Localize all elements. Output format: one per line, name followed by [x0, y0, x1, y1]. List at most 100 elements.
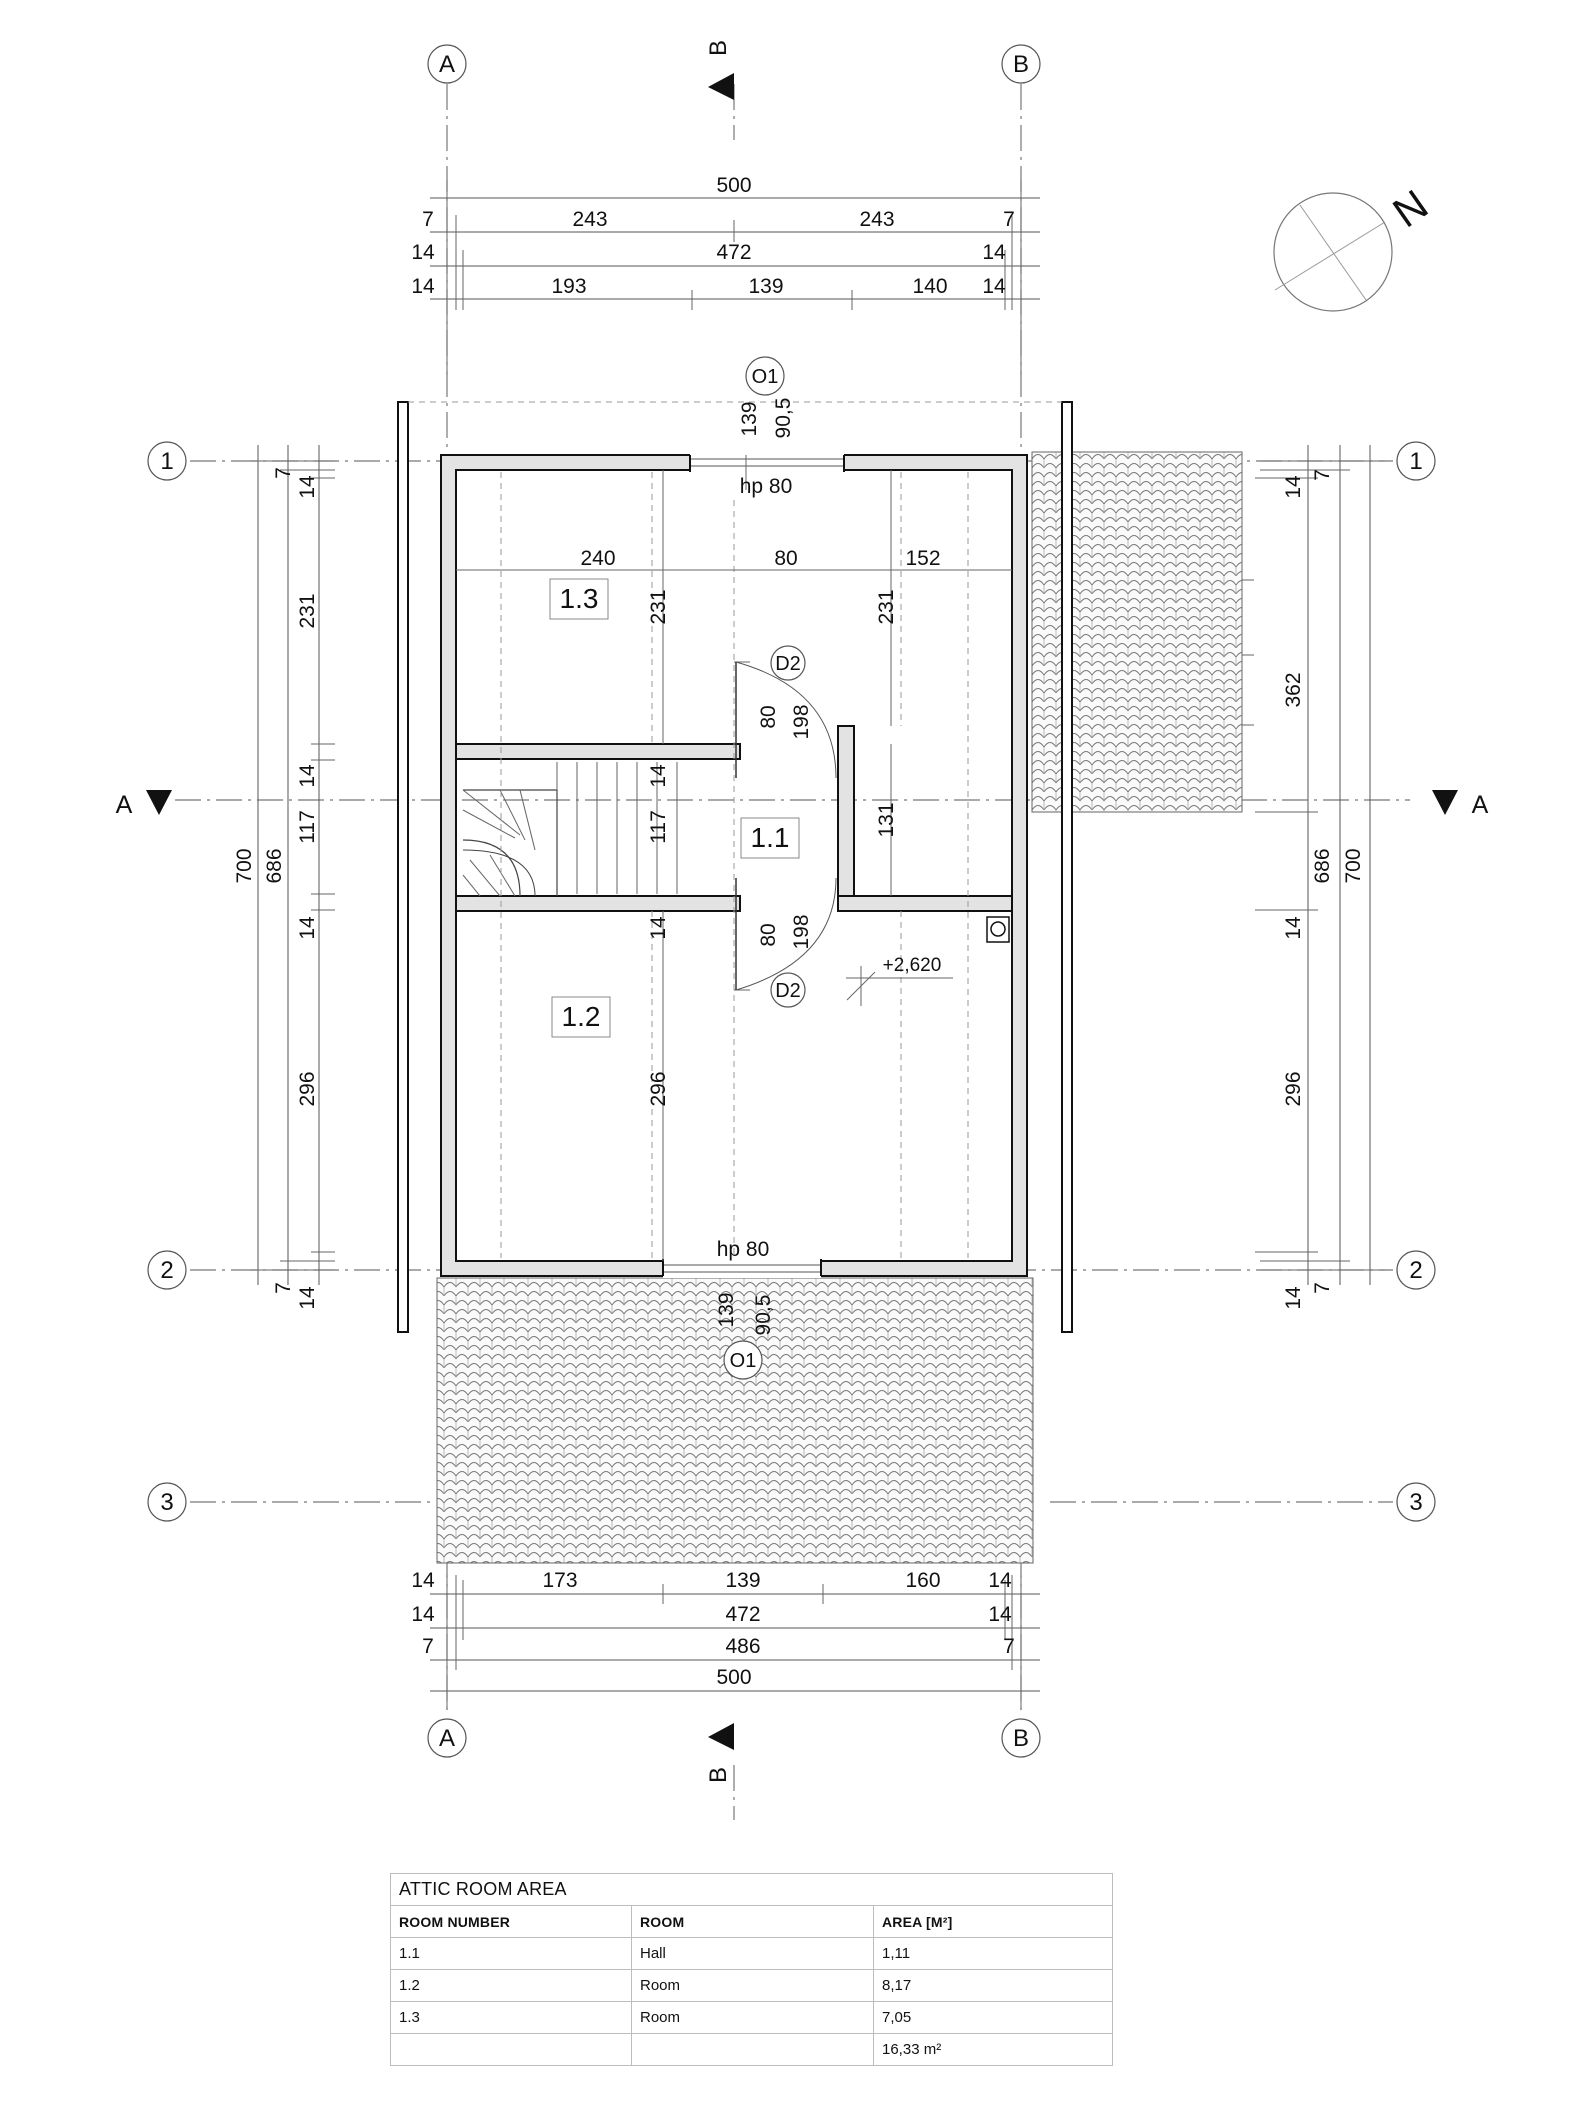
door-tag-lower: D2: [770, 972, 806, 1008]
svg-text:14: 14: [296, 764, 319, 788]
svg-text:240: 240: [580, 547, 615, 570]
svg-text:O1: O1: [730, 1350, 757, 1372]
svg-text:14: 14: [982, 241, 1006, 264]
svg-text:D2: D2: [775, 653, 801, 675]
svg-text:139: 139: [738, 401, 761, 436]
svg-text:152: 152: [905, 547, 940, 570]
axis-bubble-b-top: B: [1001, 44, 1041, 84]
svg-text:O1: O1: [752, 366, 779, 388]
svg-text:B: B: [705, 40, 732, 56]
vent-shaft-icon: [986, 916, 1010, 943]
svg-text:14: 14: [296, 916, 319, 940]
room-label-1-2: 1.2: [551, 996, 611, 1038]
cell-total-area: 16,33 m²: [873, 2033, 1113, 2066]
svg-text:686: 686: [263, 848, 286, 883]
svg-text:14: 14: [982, 275, 1006, 298]
svg-text:1.1: 1.1: [751, 822, 790, 853]
svg-text:231: 231: [647, 589, 670, 624]
cell-room: Room: [631, 2001, 874, 2034]
interior-dimension-lines: [456, 455, 1012, 1261]
svg-text:140: 140: [912, 275, 947, 298]
svg-text:243: 243: [572, 208, 607, 231]
room-label-1-3: 1.3: [549, 578, 609, 620]
door-tag-upper: D2: [770, 645, 806, 681]
dimension-chain-top: 500 7 243 243 7 14 472 14 14 193 139 140…: [411, 174, 1040, 375]
svg-text:7: 7: [272, 1282, 295, 1294]
axis-bubble-3-right: 3: [1396, 1482, 1436, 1522]
svg-text:80: 80: [757, 705, 780, 728]
svg-text:198: 198: [790, 704, 813, 739]
svg-text:2: 2: [1409, 1257, 1422, 1284]
svg-text:686: 686: [1311, 848, 1334, 883]
table-header-row: ROOM NUMBER ROOM AREA [M²]: [390, 1905, 1113, 1938]
svg-text:14: 14: [296, 475, 319, 499]
roof-edge-right: [1061, 401, 1073, 1333]
svg-text:14: 14: [411, 275, 435, 298]
table-title-row: ATTIC ROOM AREA: [390, 1873, 1113, 1906]
svg-text:7: 7: [1003, 1635, 1015, 1658]
svg-text:700: 700: [233, 848, 256, 883]
table-row: 1.3 Room 7,05: [390, 2001, 1113, 2034]
svg-text:14: 14: [1282, 475, 1305, 499]
cell-area: 8,17: [873, 1969, 1113, 2002]
dimension-chain-left: 700 686 7 14 231 14 117 14 296 14 7: [233, 445, 335, 1310]
svg-text:14: 14: [988, 1603, 1012, 1626]
cell-room-number: 1.2: [390, 1969, 632, 2002]
svg-text:472: 472: [716, 241, 751, 264]
roof-tile-terrace-bottom: [436, 1277, 1034, 1564]
svg-text:1.2: 1.2: [562, 1001, 601, 1032]
window-label-top: hp 80: [740, 475, 793, 498]
svg-text:90,5: 90,5: [752, 1295, 775, 1336]
svg-text:160: 160: [905, 1569, 940, 1592]
svg-text:296: 296: [647, 1071, 670, 1106]
svg-text:231: 231: [875, 589, 898, 624]
cell-room-number: 1.3: [390, 2001, 632, 2034]
svg-text:2: 2: [160, 1257, 173, 1284]
window-tag-top: O1: [745, 356, 785, 396]
svg-text:B: B: [1013, 51, 1029, 78]
svg-text:B: B: [705, 1767, 732, 1783]
svg-text:D2: D2: [775, 980, 801, 1002]
window-tag-bottom: O1: [723, 1340, 763, 1380]
svg-text:14: 14: [1282, 916, 1305, 940]
section-marker-b-top: B: [705, 40, 734, 100]
svg-text:1: 1: [160, 448, 173, 475]
svg-text:296: 296: [1282, 1071, 1305, 1106]
svg-text:90,5: 90,5: [772, 398, 795, 439]
svg-text:131: 131: [875, 802, 898, 837]
svg-text:N: N: [1384, 180, 1436, 236]
roof-edge-left: [397, 401, 409, 1333]
svg-text:80: 80: [774, 547, 797, 570]
svg-text:14: 14: [647, 916, 670, 940]
interior-dimension-labels: 240 80 152 231 231 14 117 14 296 131 80 …: [580, 398, 940, 1336]
staircase: [462, 762, 678, 897]
svg-text:7: 7: [272, 467, 295, 479]
section-marker-a-right: A: [1432, 790, 1489, 819]
cell-room: [631, 2033, 874, 2066]
svg-text:243: 243: [859, 208, 894, 231]
axis-bubble-3-left: 3: [147, 1482, 187, 1522]
dimension-chain-right: 7 14 362 686 700 14 296 14 7: [1255, 445, 1385, 1310]
axis-bubble-2-right: 2: [1396, 1250, 1436, 1290]
svg-text:14: 14: [411, 1603, 435, 1626]
axis-bubble-a-top: A: [427, 44, 467, 84]
roof-slope-lines: [500, 472, 969, 1258]
svg-text:14: 14: [988, 1569, 1012, 1592]
svg-text:7: 7: [1311, 1282, 1334, 1294]
svg-text:7: 7: [422, 208, 434, 231]
svg-text:+2,620: +2,620: [883, 955, 942, 976]
cell-area: 1,11: [873, 1937, 1113, 1970]
svg-text:A: A: [439, 1725, 455, 1752]
svg-text:3: 3: [1409, 1489, 1422, 1516]
level-marker: +2,620: [846, 955, 953, 1006]
svg-text:198: 198: [790, 914, 813, 949]
svg-text:14: 14: [296, 1286, 319, 1310]
svg-text:700: 700: [1342, 848, 1365, 883]
cell-room-number: [390, 2033, 632, 2066]
svg-text:193: 193: [551, 275, 586, 298]
section-marker-b-bottom: B: [705, 1723, 734, 1783]
exterior-walls: [440, 453, 1028, 1278]
svg-text:173: 173: [542, 1569, 577, 1592]
svg-text:486: 486: [725, 1635, 760, 1658]
svg-text:117: 117: [296, 810, 319, 843]
